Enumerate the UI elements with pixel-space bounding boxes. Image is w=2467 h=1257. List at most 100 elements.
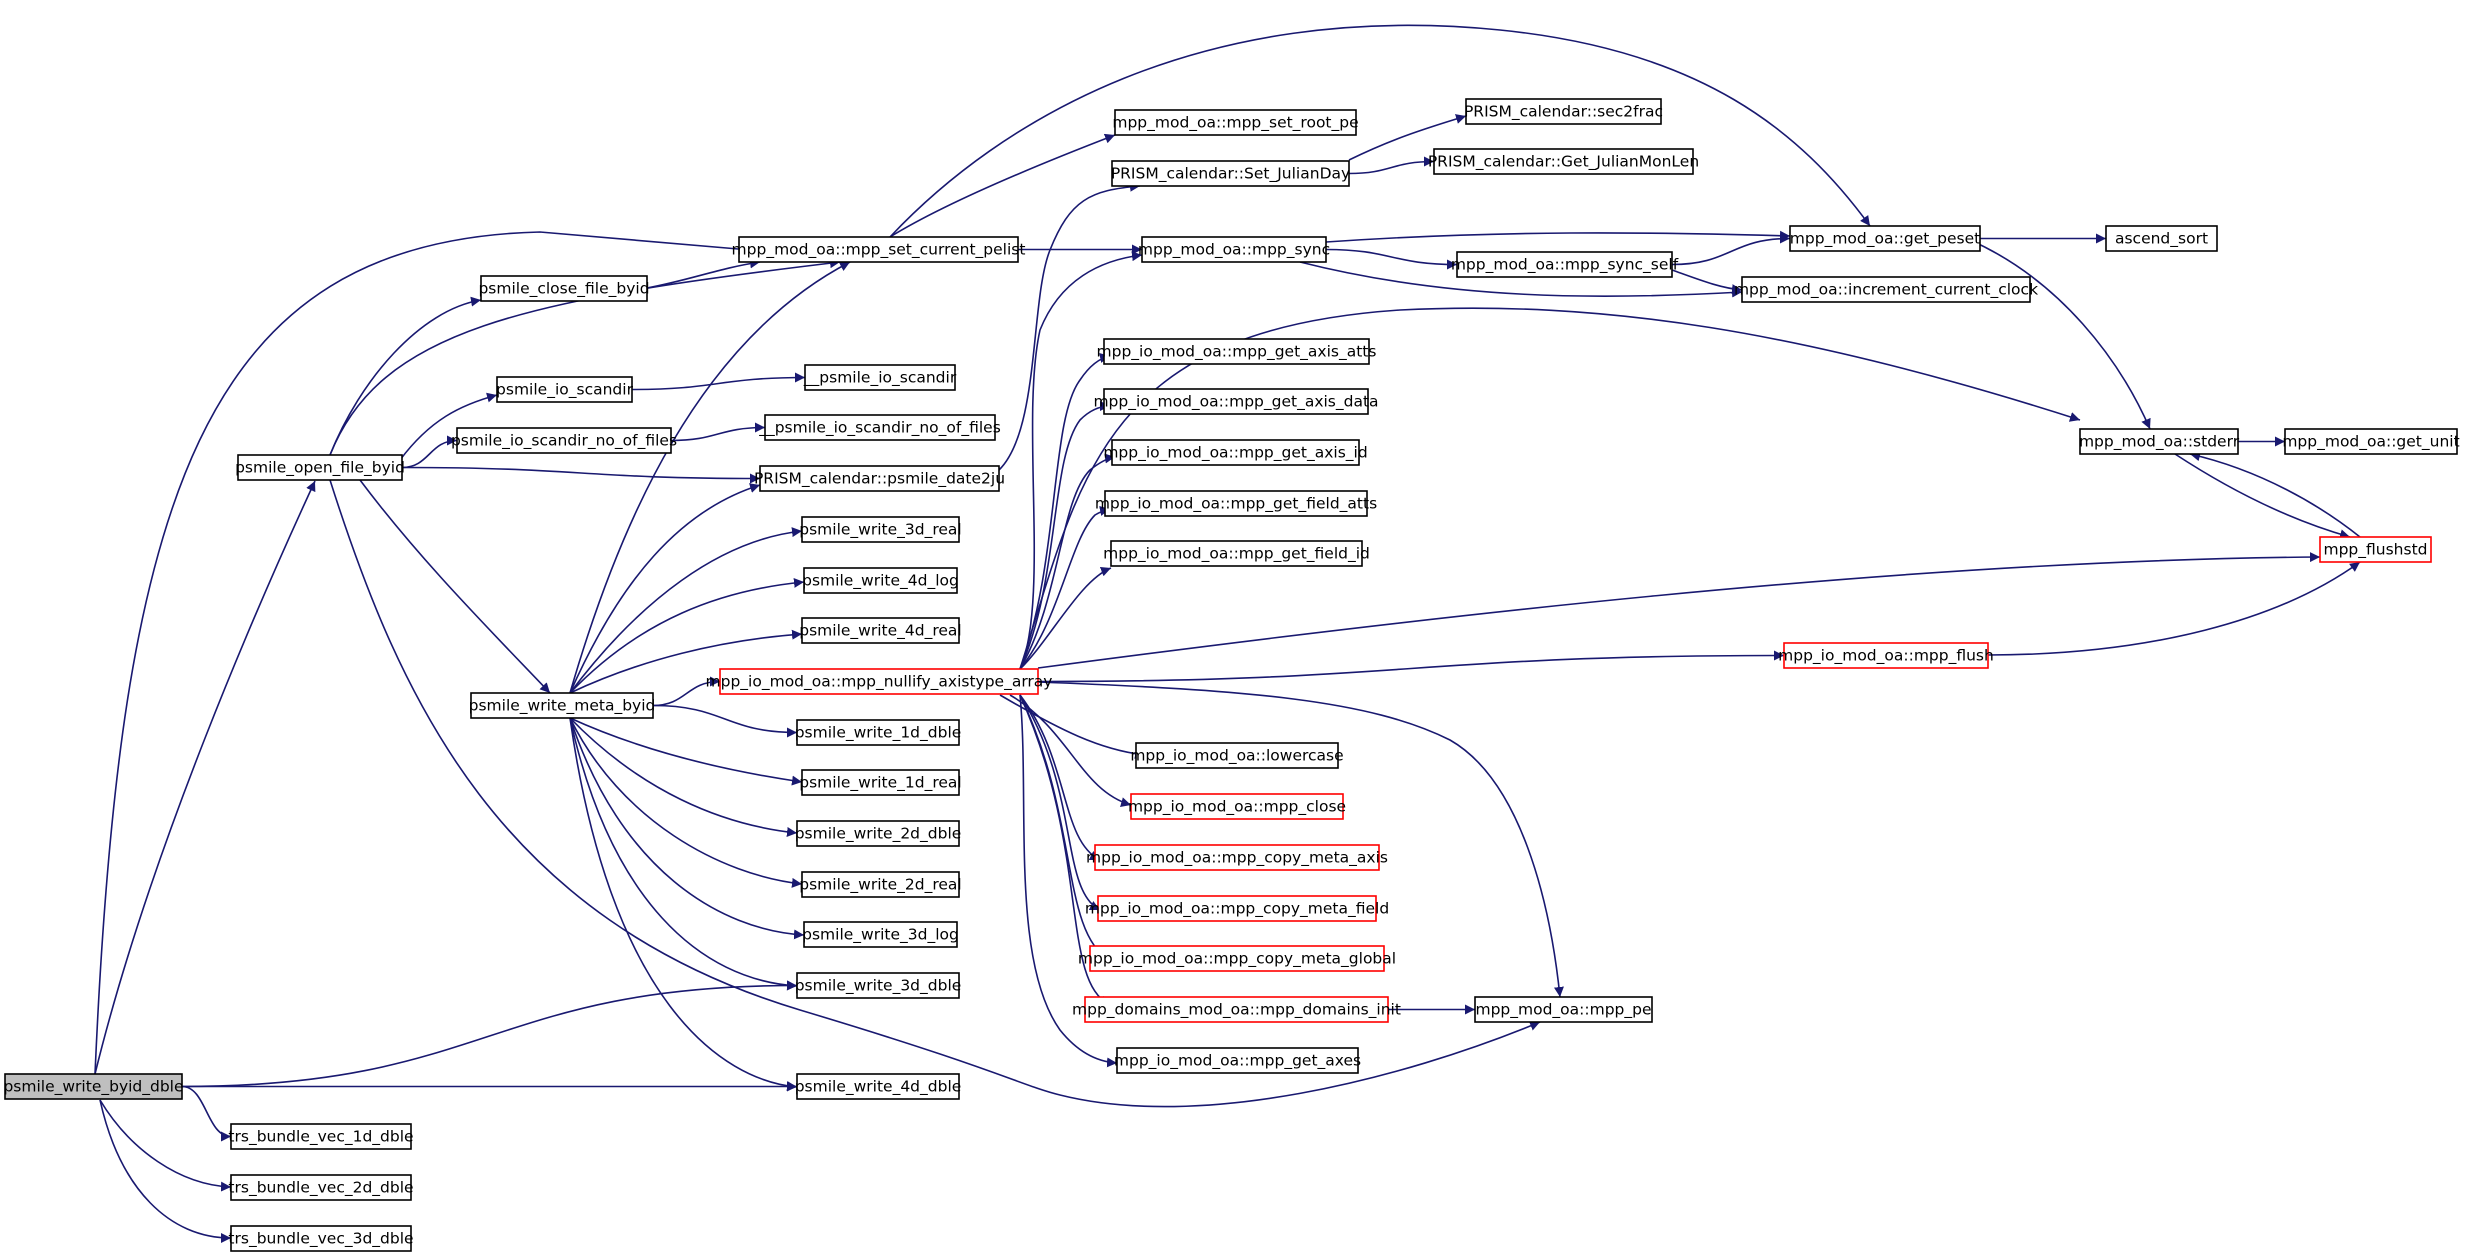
edge-psmile_write_meta_byid-to-psmile_write_3d_log [569,717,805,940]
node-mpp_domains_init[interactable]: mpp_domains_mod_oa::mpp_domains_init [1072,996,1401,1023]
node-label: mpp_io_mod_oa::mpp_copy_meta_global [1078,950,1396,969]
edge-psmile_write_byid_dble-to-trs_bundle_vec_2d_dble [99,1099,232,1192]
node-box [764,414,996,441]
node-get_peset[interactable]: mpp_mod_oa::get_peset [1789,225,1981,252]
node-sec2frac[interactable]: PRISM_calendar::sec2frac [1464,98,1663,125]
node-box [2319,536,2432,563]
node-psmile_write_2d_dble[interactable]: psmile_write_2d_dble [795,820,962,847]
node-psmile_close_file_byid[interactable]: psmile_close_file_byid [478,275,650,302]
node-box [1114,109,1357,136]
node-psmile_write_3d_dble[interactable]: psmile_write_3d_dble [795,972,962,999]
edge-mpp_flushstd-to-stderr [2189,451,2361,538]
node-psmile_write_3d_log[interactable]: psmile_write_3d_log [802,921,959,948]
node-box [480,275,648,302]
node-psmile_date2ju[interactable]: PRISM_calendar::psmile_date2ju [754,465,1005,492]
node-box [1741,276,2031,303]
node-ascend_sort[interactable]: ascend_sort [2105,225,2218,252]
node-box [1116,1047,1359,1074]
node-Set_JulianDay[interactable]: PRISM_calendar::Set_JulianDay [1111,160,1350,187]
node-lowercase[interactable]: mpp_io_mod_oa::lowercase [1130,742,1344,769]
node-trs_bundle_vec_1d_dble[interactable]: trs_bundle_vec_1d_dble [228,1123,414,1150]
node-mpp_flushstd[interactable]: mpp_flushstd [2319,536,2432,563]
node-label: mpp_io_mod_oa::mpp_copy_meta_axis [1086,849,1388,868]
node-__psmile_io_scandir_no_of_files[interactable]: __psmile_io_scandir_no_of_files [758,414,1001,441]
node-psmile_write_4d_real[interactable]: psmile_write_4d_real [799,617,962,644]
node-psmile_write_1d_dble[interactable]: psmile_write_1d_dble [795,719,962,746]
node-label: mpp_flushstd [2323,541,2427,560]
node-box [1103,338,1370,365]
node-trs_bundle_vec_2d_dble[interactable]: trs_bundle_vec_2d_dble [228,1174,414,1201]
node-label: mpp_io_mod_oa::lowercase [1130,747,1343,766]
node-psmile_write_meta_byid[interactable]: psmile_write_meta_byid [469,692,656,719]
node-mpp_get_axis_id[interactable]: mpp_io_mod_oa::mpp_get_axis_id [1103,439,1368,466]
edge-psmile_write_meta_byid-to-mpp_set_current_pelist [569,261,851,694]
node-trs_bundle_vec_3d_dble[interactable]: trs_bundle_vec_3d_dble [228,1225,414,1252]
node-psmile_write_3d_real[interactable]: psmile_write_3d_real [799,516,962,543]
node-box [1465,98,1662,125]
node-label: psmile_write_4d_real [799,622,961,641]
edge-psmile_write_meta_byid-to-psmile_write_1d_dble [652,704,798,738]
node-psmile_write_4d_log[interactable]: psmile_write_4d_log [802,567,959,594]
node-increment_current_clock[interactable]: mpp_mod_oa::increment_current_clock [1734,276,2038,303]
edge-mpp_sync_self-to-get_peset [1671,233,1791,266]
edge-mpp_set_current_pelist-to-mpp_set_root_pe [889,133,1116,238]
edge-mpp_nullify_axistype_array-to-mpp_copy_meta_axis [1019,694,1101,861]
node-__psmile_io_scandir[interactable]: __psmile_io_scandir [803,364,957,391]
node-mpp_flush[interactable]: mpp_io_mod_oa::mpp_flush [1778,642,1994,669]
node-box [1111,439,1360,466]
edge-mpp_set_current_pelist-to-get_peset [889,24,1871,238]
node-mpp_sync_self[interactable]: mpp_mod_oa::mpp_sync_self [1451,251,1679,278]
node-psmile_write_1d_real[interactable]: psmile_write_1d_real [799,769,962,796]
node-Get_JulianMonLen[interactable]: PRISM_calendar::Get_JulianMonLen [1428,148,1699,175]
node-psmile_write_byid_dble[interactable]: psmile_write_byid_dble [3,1073,184,1100]
node-label: trs_bundle_vec_1d_dble [228,1128,413,1147]
node-mpp_get_axis_data[interactable]: mpp_io_mod_oa::mpp_get_axis_data [1093,388,1379,415]
node-mpp_copy_meta_global[interactable]: mpp_io_mod_oa::mpp_copy_meta_global [1078,945,1396,972]
node-mpp_set_root_pe[interactable]: mpp_mod_oa::mpp_set_root_pe [1112,109,1359,136]
node-psmile_io_scandir_no_of_files[interactable]: psmile_io_scandir_no_of_files [451,427,677,454]
node-label: trs_bundle_vec_3d_dble [228,1230,413,1249]
node-psmile_io_scandir[interactable]: psmile_io_scandir [496,376,634,403]
node-mpp_nullify_axistype_array[interactable]: mpp_io_mod_oa::mpp_nullify_axistype_arra… [706,668,1053,695]
node-label: mpp_io_mod_oa::mpp_get_field_id [1103,545,1370,564]
node-label: psmile_write_byid_dble [3,1078,183,1097]
node-box [1141,236,1327,263]
node-get_unit[interactable]: mpp_mod_oa::get_unit [2282,428,2460,455]
node-box [759,465,1000,492]
node-box [1097,895,1377,922]
edge-psmile_write_meta_byid-to-psmile_write_4d_dble [569,717,798,1092]
edge-psmile_date2ju-to-Set_JulianDay [998,181,1141,471]
node-mpp_get_axis_atts[interactable]: mpp_io_mod_oa::mpp_get_axis_atts [1097,338,1377,365]
node-label: mpp_mod_oa::mpp_sync [1138,241,1330,260]
node-box [496,376,633,403]
node-box [2105,225,2218,252]
node-mpp_pe[interactable]: mpp_mod_oa::mpp_pe [1474,996,1653,1023]
node-psmile_write_2d_real[interactable]: psmile_write_2d_real [799,871,962,898]
edge-psmile_open_file_byid-to-mpp_pe [329,479,1541,1108]
node-mpp_set_current_pelist[interactable]: mpp_mod_oa::mpp_set_current_pelist [732,236,1026,263]
edge-mpp_nullify_axistype_array-to-mpp_domains_init [1019,694,1111,1006]
edge-psmile_write_meta_byid-to-psmile_write_2d_dble [569,717,798,837]
node-label: mpp_io_mod_oa::mpp_get_axes [1114,1052,1361,1071]
node-psmile_open_file_byid[interactable]: psmile_open_file_byid [235,454,405,481]
node-mpp_get_axes[interactable]: mpp_io_mod_oa::mpp_get_axes [1114,1047,1361,1074]
node-label: psmile_write_meta_byid [469,697,656,716]
node-label: psmile_io_scandir_no_of_files [451,432,677,451]
node-psmile_write_4d_dble[interactable]: psmile_write_4d_dble [795,1073,962,1100]
node-box [738,236,1019,263]
node-mpp_copy_meta_field[interactable]: mpp_io_mod_oa::mpp_copy_meta_field [1085,895,1389,922]
node-stderr[interactable]: mpp_mod_oa::stderr [2079,428,2240,455]
edge-psmile_open_file_byid-to-psmile_io_scandir [399,392,498,461]
node-box [1474,996,1653,1023]
node-label: ascend_sort [2115,230,2208,249]
node-mpp_get_field_id[interactable]: mpp_io_mod_oa::mpp_get_field_id [1103,540,1370,567]
node-box [796,820,960,847]
edge-Set_JulianDay-to-Get_JulianMonLen [1348,156,1435,175]
node-box [1135,742,1339,769]
node-mpp_get_field_atts[interactable]: mpp_io_mod_oa::mpp_get_field_atts [1095,490,1377,517]
node-mpp_sync[interactable]: mpp_mod_oa::mpp_sync [1138,236,1330,263]
node-mpp_copy_meta_axis[interactable]: mpp_io_mod_oa::mpp_copy_meta_axis [1086,844,1388,871]
edge-Set_JulianDay-to-sec2frac [1348,114,1467,161]
node-mpp_close[interactable]: mpp_io_mod_oa::mpp_close [1128,793,1346,820]
